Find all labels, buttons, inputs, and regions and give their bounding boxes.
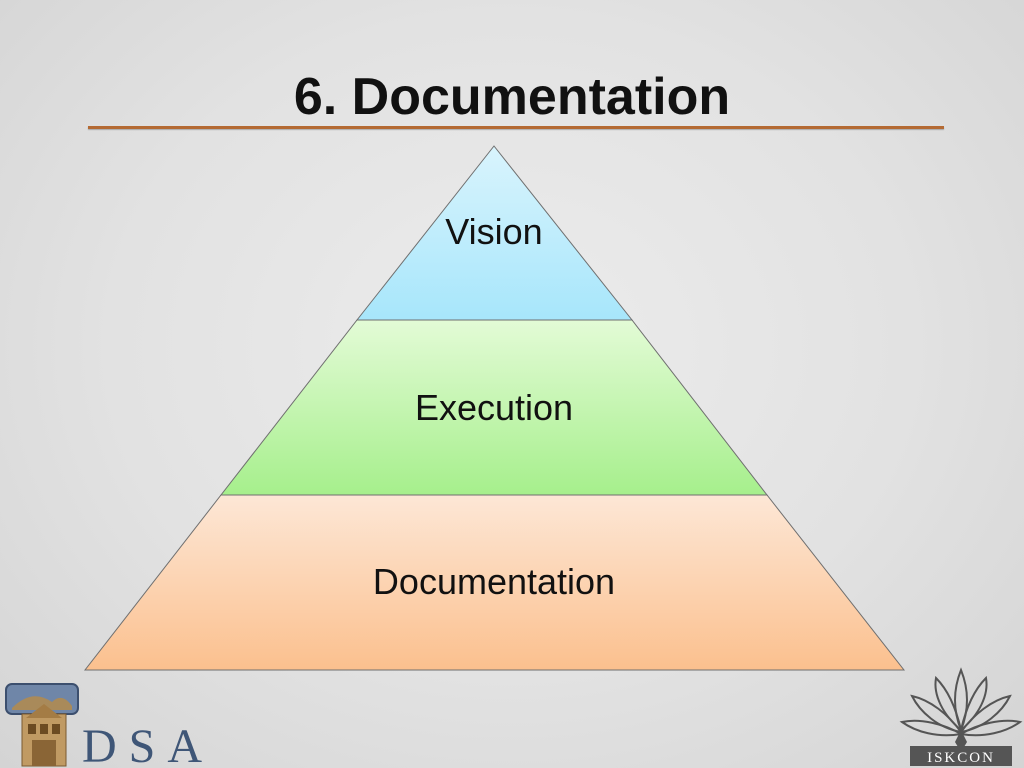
- tier-label-execution: Execution: [415, 387, 573, 428]
- tier-label-vision: Vision: [445, 211, 542, 252]
- dsa-logo: DSA: [5, 683, 207, 768]
- tier-label-documentation: Documentation: [373, 561, 615, 602]
- pyramid-tier-vision: Vision: [355, 145, 634, 321]
- pyramid-tier-execution: Execution: [219, 319, 769, 496]
- iskcon-logo: ISKCON: [899, 667, 1023, 766]
- pyramid-tier-documentation: Documentation: [83, 494, 906, 671]
- dsa-logo-text: DSA: [82, 720, 207, 768]
- title-divider: [88, 126, 944, 129]
- iskcon-logo-text: ISKCON: [927, 750, 995, 766]
- slide-title: 6. Documentation: [293, 68, 731, 126]
